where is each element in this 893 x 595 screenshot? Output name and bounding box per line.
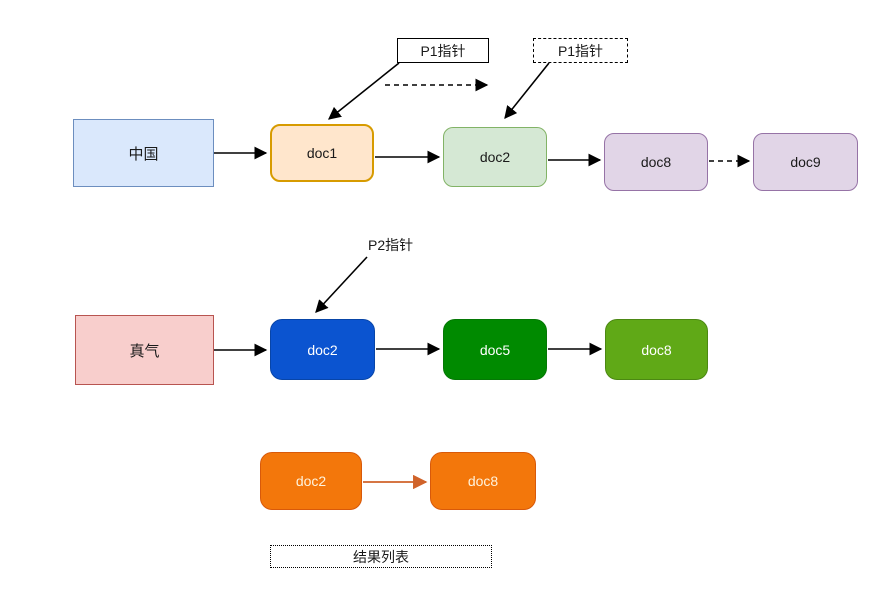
result-node-doc2: doc2: [260, 452, 362, 510]
result-node-doc8: doc8: [430, 452, 536, 510]
pointer-label-p1-solid: P1指针: [397, 38, 489, 63]
result-list-label: 结果列表: [270, 545, 492, 568]
posting-node-row1-doc2: doc2: [443, 127, 547, 187]
term-box-zhongguo: 中国: [73, 119, 214, 187]
term-box-zhenqi: 真气: [75, 315, 214, 385]
arrow-p1dashed-to-doc2: [504, 62, 550, 119]
pointer-label-p2: P2指针: [368, 237, 414, 253]
posting-node-row2-doc2: doc2: [270, 319, 375, 380]
posting-node-row2-doc8: doc8: [605, 319, 708, 380]
arrow-p1solid-to-doc1: [328, 62, 400, 120]
posting-node-row1-doc8: doc8: [604, 133, 708, 191]
posting-node-row1-doc9: doc9: [753, 133, 858, 191]
arrow-p2-to-doc2: [315, 256, 368, 313]
posting-node-row1-doc1: doc1: [270, 124, 374, 182]
posting-node-row2-doc5: doc5: [443, 319, 547, 380]
pointer-label-p1-dashed: P1指针: [533, 38, 628, 63]
